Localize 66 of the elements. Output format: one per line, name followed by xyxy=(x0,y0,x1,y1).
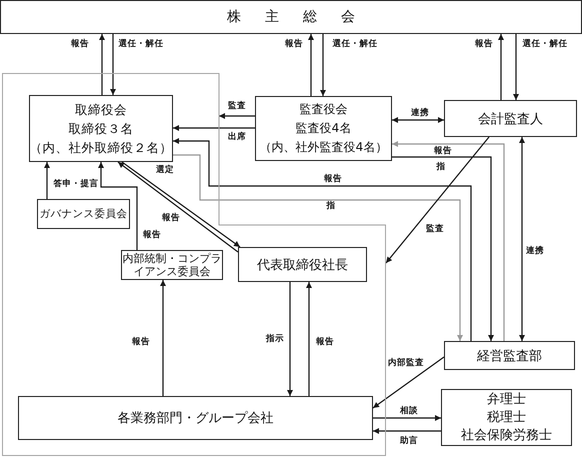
arrow xyxy=(98,162,138,250)
org-box xyxy=(441,389,572,446)
arrow xyxy=(308,34,314,96)
edge-label: 報告 xyxy=(70,39,90,49)
edge-label: 選任・解任 xyxy=(522,39,568,49)
arrow xyxy=(373,415,441,421)
edge-label: 報告 xyxy=(323,174,343,184)
edge-label: 出席 xyxy=(227,132,247,142)
edge-label: 報告 xyxy=(284,39,304,49)
arrow xyxy=(219,113,255,119)
edge-label: 指示 xyxy=(265,334,285,344)
edge-label: 指 xyxy=(436,162,446,172)
arrow xyxy=(173,125,255,131)
org-box xyxy=(255,96,392,161)
double-arrow xyxy=(392,117,444,123)
edge-label: 報告 xyxy=(474,39,494,49)
edge-label: 監査 xyxy=(425,224,445,234)
edge-label: 選任・解任 xyxy=(118,39,164,49)
list-text: 弁理士 xyxy=(487,390,526,408)
body-text: 取締役３名 xyxy=(68,120,134,138)
arrow xyxy=(287,282,293,396)
edge-label: 選任・解任 xyxy=(332,39,378,49)
edge-label: 助言 xyxy=(399,436,419,446)
org-box xyxy=(29,95,173,162)
body-text: （内、社外取締役２名） xyxy=(30,139,172,157)
edge-label: 報告 xyxy=(142,230,162,240)
org-box: 経営監査部 xyxy=(444,341,575,370)
arrow xyxy=(99,34,105,95)
arrow xyxy=(392,156,494,341)
edge-label: 相談 xyxy=(399,406,419,416)
arrow xyxy=(498,34,504,100)
arrow xyxy=(110,34,116,95)
arrow xyxy=(392,141,505,341)
edge-label: 指 xyxy=(326,201,336,211)
edge-label: 報告 xyxy=(131,337,151,347)
arrow xyxy=(160,280,166,396)
org-box: 各業務部門・グループ会社 xyxy=(18,396,373,440)
arrow xyxy=(513,34,519,100)
arrow xyxy=(44,162,50,199)
body-text: 監査役4名 xyxy=(296,120,352,137)
arrow xyxy=(386,136,490,264)
edge-label: 連携 xyxy=(525,246,545,256)
org-box: 代表取締役社長 xyxy=(238,247,367,282)
list-text: 税理士 xyxy=(487,408,526,426)
org-box: ガバナンス委員会 xyxy=(37,199,130,229)
org-band: 株主総会 xyxy=(0,0,582,34)
arrow xyxy=(320,34,326,96)
arrow xyxy=(372,356,444,408)
edge-label: 監査 xyxy=(227,101,247,111)
heading-text: 監査役会 xyxy=(300,101,348,118)
edge-label: 連携 xyxy=(410,108,430,118)
heading-text: 取締役会 xyxy=(75,101,127,119)
edge-label: 内部監査 xyxy=(387,358,425,368)
edge-label: 報告 xyxy=(315,337,335,347)
org-box: 会計監査人 xyxy=(444,100,577,137)
edge-label: 報告 xyxy=(433,146,453,156)
arrow xyxy=(373,428,441,434)
double-arrow xyxy=(519,137,525,341)
list-text: 社会保険労務士 xyxy=(461,426,552,444)
body-text: （内、社外監査役4名） xyxy=(260,139,388,156)
org-box: 内部統制・コンプライアンス委員会 xyxy=(121,250,223,280)
edge-label: 報告 xyxy=(161,213,181,223)
edge-label: 答申・提言 xyxy=(52,179,100,189)
boundary-frame xyxy=(2,73,386,456)
edge-label: 選定 xyxy=(155,165,175,175)
arrow xyxy=(306,282,312,396)
